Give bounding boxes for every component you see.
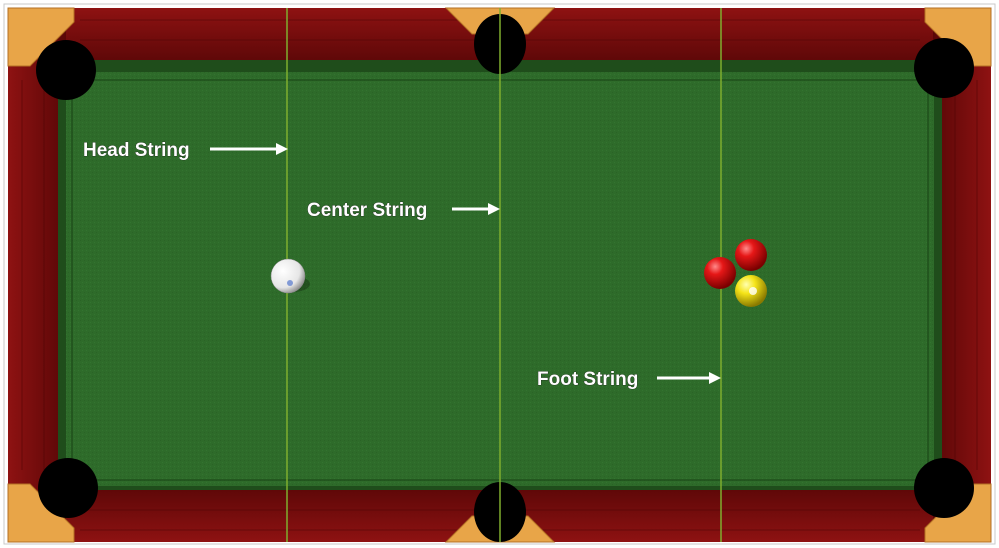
red-ball	[735, 239, 767, 271]
red-ball	[704, 257, 736, 289]
pocket-bottom-left	[38, 458, 98, 518]
pocket-top-left	[36, 40, 96, 100]
head-string-label: Head String	[83, 140, 190, 161]
cue-ball	[271, 259, 305, 293]
pocket-top-right	[914, 38, 974, 98]
center-string-label: Center String	[307, 200, 427, 221]
foot-string-label: Foot String	[537, 369, 638, 390]
pocket-bottom-right	[914, 458, 974, 518]
